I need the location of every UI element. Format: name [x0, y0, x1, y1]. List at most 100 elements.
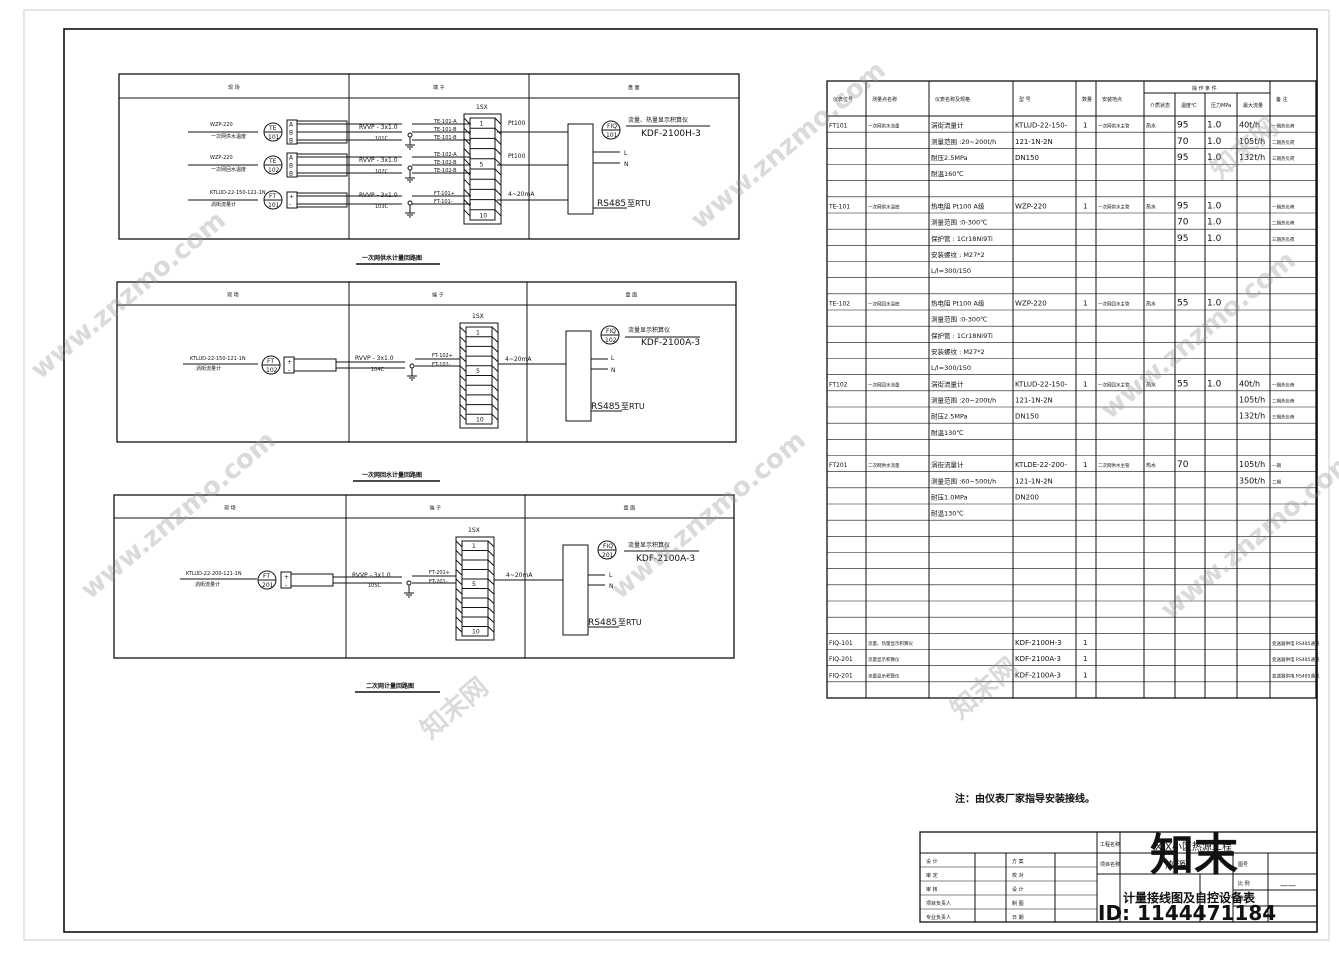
signal-label: 4~20mA [508, 191, 535, 198]
neutral-label: N [624, 161, 629, 168]
neutral-label: N [611, 367, 616, 374]
instrument-pin: - [285, 582, 287, 589]
instrument-pin: B [289, 137, 293, 144]
table-cell: 热水 [1146, 462, 1156, 469]
terminal-hatch [463, 117, 471, 125]
table-cell: 40t/h [1239, 379, 1260, 388]
table-cell: 95 [1177, 234, 1188, 244]
wire-label: FT-101- [434, 199, 453, 205]
table-cell: 涡街流量计 [931, 460, 964, 469]
table-header-cell: 备 注 [1276, 96, 1288, 103]
instrument-pin: + [289, 193, 294, 200]
table-cell: 涡街流量计 [931, 379, 964, 388]
table-cell: 121-1N-2N [1015, 396, 1053, 404]
wire-label: TE-101-B [433, 135, 457, 141]
table-cell: 二期热负荷 [1272, 397, 1295, 404]
table-cell: 测量范围 :0-300℃ [931, 315, 987, 324]
table-cell: 热水 [1146, 203, 1156, 210]
table-cell: 一期热负荷 [1272, 123, 1295, 130]
table-cell: 105t/h [1239, 395, 1265, 404]
terminal-hatch [491, 326, 499, 334]
terminal-number: 1 [480, 121, 484, 128]
table-cell: 一次网供水温度 [868, 203, 900, 210]
diagram-border [118, 73, 740, 240]
terminal-hatch [459, 384, 467, 392]
terminal-hatch [487, 569, 495, 576]
cable-sheath [296, 120, 348, 144]
bubble-number: 201 [262, 582, 274, 589]
bubble-tag: TE [268, 158, 277, 165]
terminal-hatch [487, 540, 495, 548]
table-cell: 一期热负荷 [1272, 381, 1295, 388]
terminal-hatch [455, 607, 463, 614]
bubble-number: 101 [268, 134, 280, 141]
rs485-label: RS485 [597, 199, 626, 209]
table-cell: 70 [1177, 137, 1189, 147]
table-header-cell: 最大流量 [1243, 102, 1263, 109]
terminal-hatch [491, 365, 499, 372]
instrument-desc: 涡街流量计 [195, 581, 220, 588]
ground-node [406, 580, 412, 586]
wire-label: FT-201- [429, 579, 448, 585]
wire-label: FT-102- [432, 362, 451, 368]
instrument-pin: + [287, 359, 292, 366]
table-cell: DN200 [1015, 493, 1039, 501]
cabinet-model: KDF-2100A-3 [641, 338, 700, 348]
table-border [826, 80, 1317, 699]
table-cell: 测量范围 :20~200t/h [931, 395, 996, 404]
terminal-hatch [491, 394, 499, 402]
terminal-hatch [494, 168, 502, 176]
table-cell: 1 [1083, 380, 1087, 388]
table-cell: 耐压1.0MPa [931, 493, 968, 501]
diagram-caption: 一次网回水计量回路图 [362, 471, 422, 479]
rtu-label: 至RTU [618, 618, 642, 627]
table-cell: 一次网回水流量 [868, 381, 900, 388]
instrument-pin: A [289, 154, 294, 161]
cabinet-model: KDF-2100A-3 [636, 554, 695, 564]
table-cell: 70 [1177, 218, 1189, 228]
terminal-hatch [455, 569, 463, 576]
table-cell: 二期热负荷 [1272, 139, 1295, 146]
table-cell: 热电阻 Pt100 A级 [931, 201, 985, 210]
diagram-2-return-metering: 现 场端 子盘 面KTLUD-22-150-121-1N涡街流量计FT102+-… [116, 281, 737, 482]
terminal-hatch [463, 209, 471, 217]
cable-type: RVVP - 3x1.0 [359, 157, 398, 164]
bubble-tag: FT [269, 193, 276, 200]
table-cell: WZP-220 [1015, 299, 1047, 307]
terminal-hatch [487, 616, 495, 624]
table-cell: 一期 [1272, 463, 1281, 469]
diagram-header-text: 现 场 [227, 292, 239, 299]
subproject-name: 热 源 [1165, 859, 1186, 871]
terminal-number: 10 [480, 212, 488, 219]
terminal-hatch [494, 117, 502, 125]
table-group-header: 操 作 条 件 [1192, 85, 1217, 92]
title-label: 项目负责人 [926, 900, 951, 907]
project-label: 工程名称 [1100, 841, 1120, 848]
table-cell: 三期热负荷 [1272, 236, 1295, 243]
wire-label: TE-102-B [433, 160, 457, 166]
diagram-header-text: 端 子 [432, 292, 444, 299]
terminal-strip-id: 1SX [468, 527, 480, 534]
bubble-tag: FIQ [606, 328, 616, 335]
instrument-pin: + [284, 574, 289, 581]
ground-node [407, 165, 413, 171]
terminal-hatch [494, 158, 502, 166]
table-cell: 1 [1083, 299, 1087, 307]
watermark-brand: 知末 [1150, 830, 1238, 881]
terminal-hatch [487, 588, 495, 595]
table-cell: 1.0 [1207, 298, 1222, 308]
terminal-hatch [463, 199, 471, 207]
table-header-cell: 安装地点 [1102, 96, 1122, 103]
bubble-number: 201 [602, 552, 614, 559]
subproject-label: 项目名称 [1100, 861, 1120, 868]
terminal-hatch [463, 138, 471, 145]
diagram-3-secondary-metering: 现 场端 子盘 面KTLUD-22-200-121-1N涡街流量计FT201+-… [113, 494, 735, 693]
title-label: 设 计 [926, 858, 938, 865]
cabinet-title: 流量显示积算仪 [628, 326, 670, 334]
terminal-hatch [459, 413, 467, 421]
terminal-number: 10 [472, 629, 480, 636]
table-cell: 1.0 [1207, 137, 1222, 147]
terminal-hatch [463, 127, 471, 135]
table-cell: 105t/h [1239, 460, 1265, 469]
diagram-header-text: 盘 面 [628, 84, 640, 91]
